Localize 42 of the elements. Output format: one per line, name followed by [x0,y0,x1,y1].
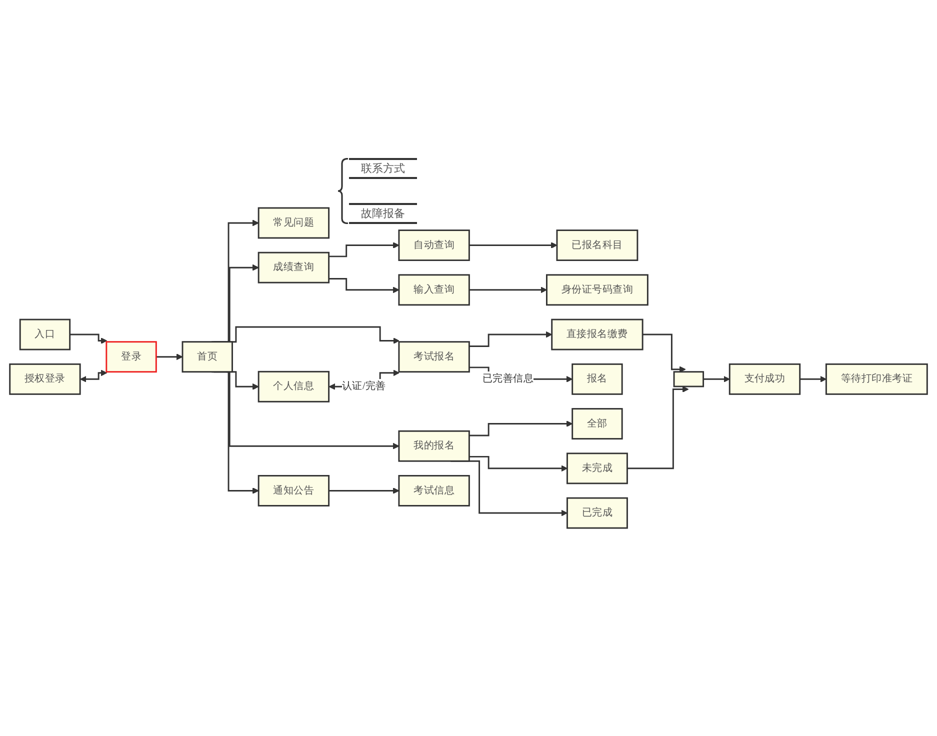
node-box: 支付成功 [728,363,801,395]
node-box: 个人信息 [258,370,330,402]
arrow [642,334,686,373]
node-box: 已报名科目 [556,230,638,262]
node-box: 登录 [106,341,157,373]
node-box: 我的报名 [398,430,470,462]
node-box: 输入查询 [398,274,470,306]
arrow [469,242,558,248]
node-box: 报名 [572,363,623,395]
arrow [627,386,689,470]
node-box: 考试报名 [398,341,470,373]
node-box: 授权登录 [9,363,81,395]
node-box [673,371,704,388]
arrow [328,278,400,294]
label-text: 联系方式 [348,158,417,180]
node-box: 自动查询 [398,230,470,262]
node-box: 成绩查询 [258,252,330,284]
node-box: 全部 [572,408,623,440]
arrow [469,456,568,472]
node-box: 考试信息 [398,474,470,506]
arrow [328,242,400,258]
edge-label: 认证/完善 [342,381,386,392]
node-box: 直接报名缴费 [551,318,644,350]
node-box: 身份证号码查询 [546,274,648,306]
arrow [80,370,108,382]
arrow [800,376,826,382]
node-box: 入口 [19,318,71,350]
node-box: 未完成 [566,452,628,484]
arrow [70,334,108,344]
arrow [328,488,400,494]
node-box: 通知公告 [258,474,330,506]
node-box: 常见问题 [258,207,330,239]
arrow [469,420,573,436]
arrow [703,376,730,382]
arrow [469,331,552,347]
arrow [156,354,183,360]
arrow [469,286,548,294]
label-text: 故障报备 [348,203,417,224]
edge-label: 已完善信息 [482,374,534,385]
node-box: 已完成 [566,497,628,529]
node-box: 等待打印准考证 [825,363,928,395]
node-box: 首页 [182,341,233,373]
